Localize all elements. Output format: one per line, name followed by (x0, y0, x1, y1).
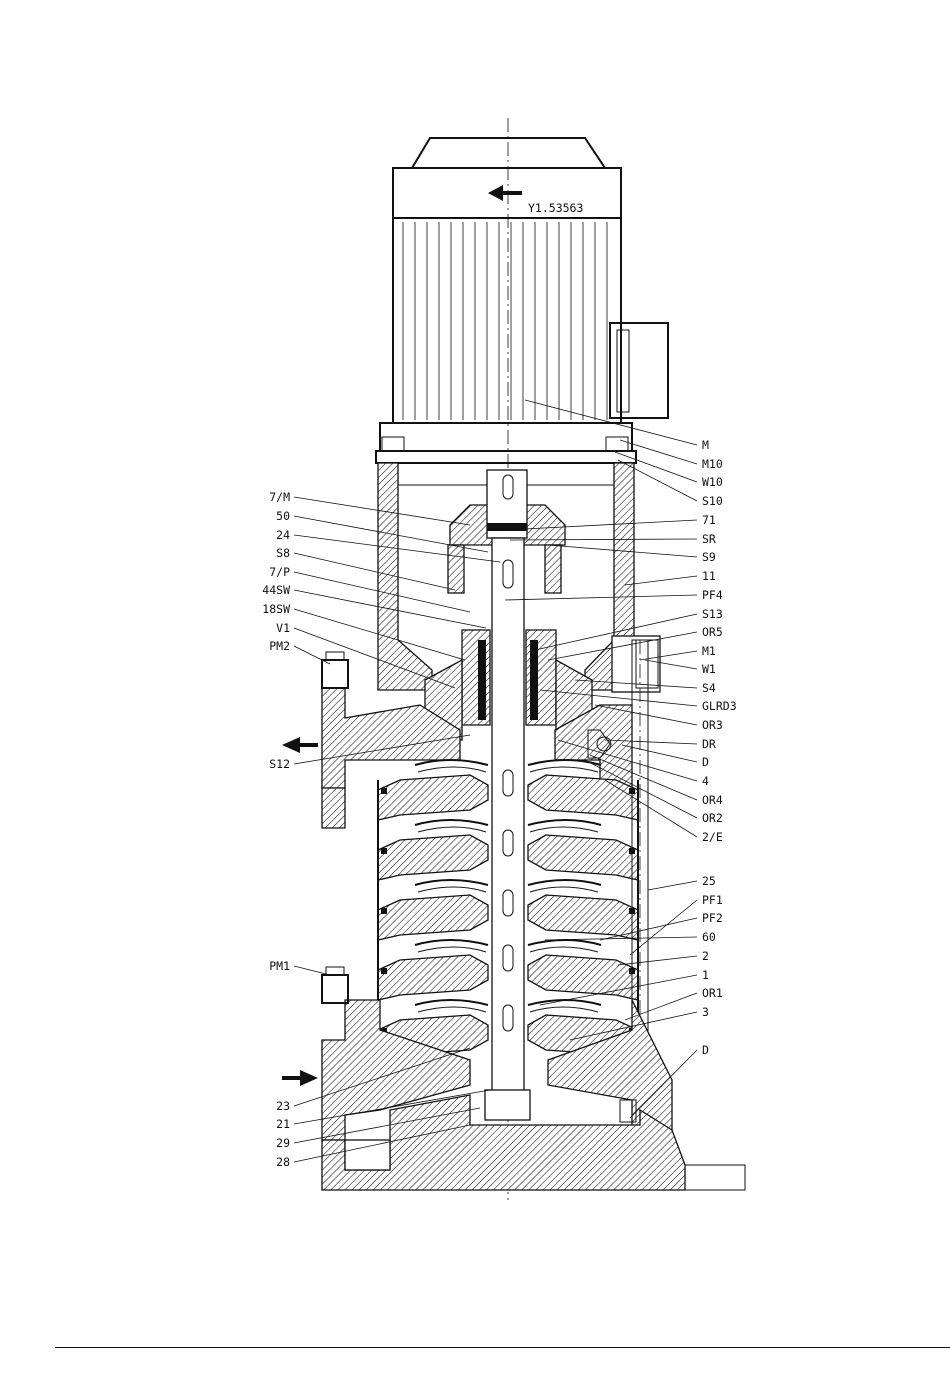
callout-label: 24 (276, 528, 290, 542)
bottom-bearing (485, 1090, 530, 1120)
callout-label: GLRD3 (702, 699, 737, 713)
motor: Y1.53563 (376, 138, 668, 463)
callout-label: SR (702, 532, 716, 546)
callout-label: S10 (702, 494, 723, 508)
callout-label: S4 (702, 681, 716, 695)
callout-label: 50 (276, 509, 290, 523)
motor-fan-cover-top (412, 138, 605, 168)
callout-label: 21 (276, 1117, 290, 1131)
callout-label: PF4 (702, 588, 723, 602)
callout-label: DR (702, 737, 716, 751)
suction-arrow (282, 1070, 318, 1086)
callout-label: 11 (702, 569, 716, 583)
callout-label: 18SW (262, 602, 290, 616)
callout-label: 1 (702, 968, 709, 982)
callout-label: M (702, 438, 709, 452)
callout-label: M10 (702, 457, 723, 471)
callout-label: 7/M (269, 490, 290, 504)
callout-label: OR5 (702, 625, 723, 639)
motor-flange (380, 423, 632, 451)
leader-line (625, 576, 697, 585)
leader-line (294, 966, 330, 975)
callout-label: PM2 (269, 639, 290, 653)
inlet-gauge-plug (322, 975, 348, 1003)
outlet-gauge-plug (322, 660, 348, 688)
callout-label: D (702, 1043, 709, 1057)
callout-label: 60 (702, 930, 716, 944)
callout-label: 2 (702, 949, 709, 963)
pump-shaft (492, 475, 524, 1108)
callout-label: PF1 (702, 893, 723, 907)
callout-label: 28 (276, 1155, 290, 1169)
leader-line (294, 553, 455, 590)
callout-label: 3 (702, 1005, 709, 1019)
leader-line (294, 646, 330, 664)
callout-label: W10 (702, 475, 723, 489)
callout-label: M1 (702, 644, 716, 658)
callout-label: V1 (276, 621, 290, 635)
coupling-bolt-left (448, 545, 464, 593)
callout-label: 44SW (262, 583, 290, 597)
leader-line (618, 956, 697, 965)
leader-line (648, 881, 697, 890)
page-footer-rule (55, 1347, 950, 1348)
motor-cooling-fins (403, 222, 607, 420)
rotation-arrow (488, 185, 522, 201)
callout-label: S13 (702, 607, 723, 621)
callout-label: OR1 (702, 986, 723, 1000)
callout-label: S8 (276, 546, 290, 560)
leader-line (622, 745, 697, 762)
leader-line (505, 595, 697, 600)
callout-label: W1 (702, 662, 716, 676)
callout-label: OR3 (702, 718, 723, 732)
callout-label: 23 (276, 1099, 290, 1113)
discharge-arrow (282, 737, 318, 753)
coupling-bolt-right (545, 545, 561, 593)
leader-line (545, 937, 697, 940)
lantern-flange (376, 451, 636, 463)
callout-label: 25 (702, 874, 716, 888)
base-foot (685, 1165, 745, 1190)
callout-label: S9 (702, 550, 716, 564)
callout-label: PF2 (702, 911, 723, 925)
callout-label: 4 (702, 774, 709, 788)
callout-label: 7/P (269, 565, 290, 579)
callout-label: PM1 (269, 959, 290, 973)
drawing-code: Y1.53563 (528, 201, 583, 215)
callout-label: D (702, 755, 709, 769)
callout-label: 29 (276, 1136, 290, 1150)
callout-label: OR2 (702, 811, 723, 825)
callout-label: S12 (269, 757, 290, 771)
callout-label: OR4 (702, 793, 723, 807)
callout-label: 2/E (702, 830, 723, 844)
callout-label: 71 (702, 513, 716, 527)
terminal-box (610, 323, 668, 418)
